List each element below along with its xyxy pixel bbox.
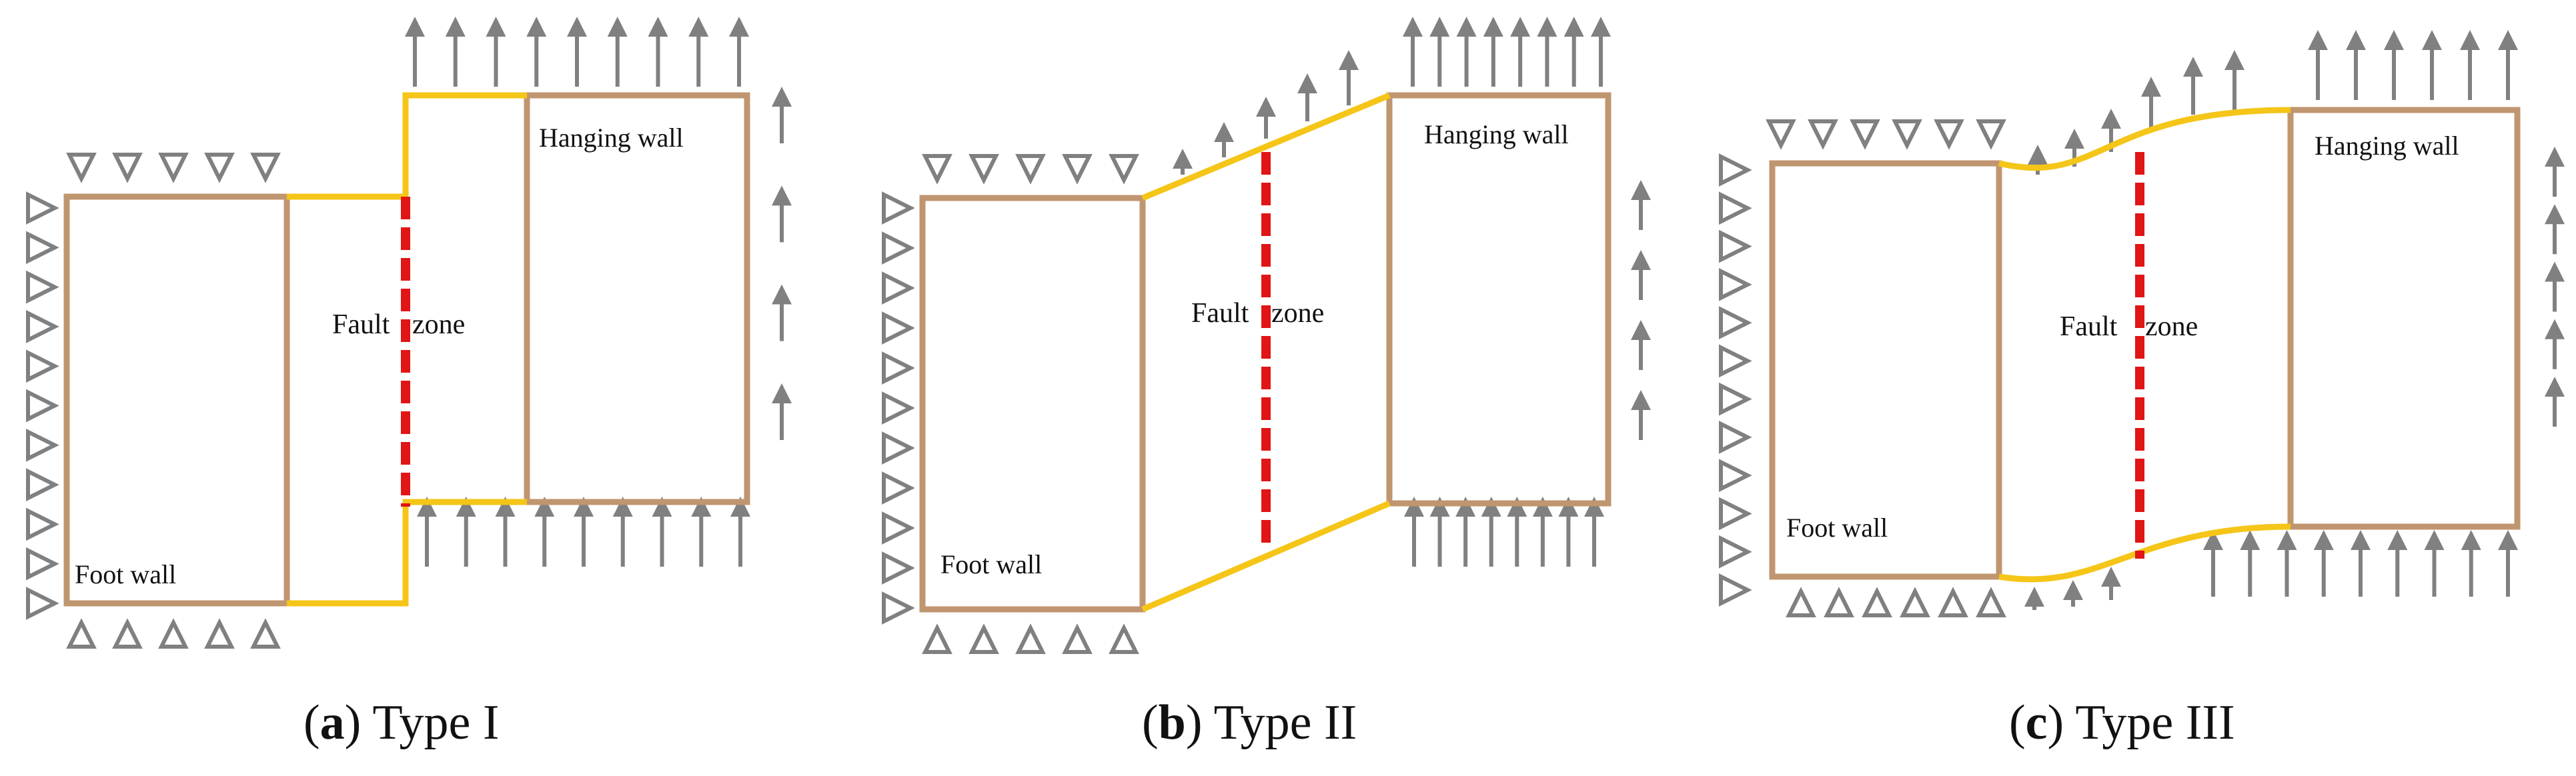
hanging-wall-block xyxy=(1386,92,1612,507)
support-bottom-triangle xyxy=(1900,587,1930,617)
support-top-triangle xyxy=(922,154,952,185)
support-bottom-triangle xyxy=(1976,587,2006,617)
support-left-triangle xyxy=(1719,153,1752,187)
support-left-triangle xyxy=(26,231,59,265)
foot-wall-label: Foot wall xyxy=(940,549,1042,579)
fault-label: Fault xyxy=(332,309,390,340)
support-bottom-triangle xyxy=(1109,623,1139,654)
support-left-triangle xyxy=(1719,306,1752,339)
support-left-triangle xyxy=(1719,191,1752,225)
support-left-triangle xyxy=(26,349,59,383)
support-left-triangle xyxy=(882,271,915,305)
support-top-triangle xyxy=(1892,119,1922,150)
foot-wall-label: Foot wall xyxy=(75,559,176,589)
support-top-triangle xyxy=(66,153,97,183)
support-top-triangle xyxy=(1976,119,2006,150)
support-left-triangle xyxy=(26,547,59,581)
support-bottom-triangle xyxy=(250,618,281,649)
support-left-triangle xyxy=(882,471,915,505)
support-top-triangle xyxy=(204,153,235,183)
support-bottom-triangle xyxy=(1062,623,1093,654)
support-left-triangle xyxy=(1719,421,1752,454)
zone-label: zone xyxy=(1271,298,1324,329)
support-bottom-triangle xyxy=(204,618,235,649)
panel-type-3: Foot wall Hanging wall Fault zone xyxy=(1769,107,2521,583)
support-left-triangle xyxy=(1719,382,1752,416)
support-bottom-triangle xyxy=(66,618,97,649)
fault-zone-lower-edge xyxy=(287,499,527,607)
support-top-triangle xyxy=(112,153,143,183)
foot-wall-block xyxy=(63,193,290,607)
support-left-triangle xyxy=(1719,535,1752,569)
support-left-triangle xyxy=(882,431,915,465)
support-top-triangle xyxy=(158,153,189,183)
foot-wall-label: Foot wall xyxy=(1786,513,1888,543)
support-left-triangle xyxy=(882,311,915,345)
support-left-triangle xyxy=(882,391,915,425)
support-left-triangle xyxy=(882,591,915,625)
support-bottom-triangle xyxy=(969,623,999,654)
support-bottom-triangle xyxy=(158,618,189,649)
support-left-triangle xyxy=(882,351,915,385)
support-left-triangle xyxy=(26,389,59,423)
support-top-triangle xyxy=(1850,119,1880,150)
hanging-wall-block xyxy=(2287,107,2521,530)
foot-wall-block xyxy=(1769,160,2002,580)
zone-label: zone xyxy=(412,309,465,340)
fault-zone-upper-edge xyxy=(1141,92,1391,201)
fault-label: Fault xyxy=(2060,311,2118,342)
support-left-triangle xyxy=(26,468,59,501)
support-top-triangle xyxy=(1808,119,1838,150)
hanging-wall-block xyxy=(524,92,750,505)
support-top-triangle xyxy=(250,153,281,183)
support-left-triangle xyxy=(26,270,59,304)
fault-label: Fault xyxy=(1191,298,1249,329)
support-left-triangle xyxy=(882,231,915,265)
fault-zone-upper-edge xyxy=(1998,107,2291,171)
panel-type-1: Foot wall Hanging wall Fault zone xyxy=(63,92,750,607)
support-top-triangle xyxy=(1062,154,1093,185)
support-left-triangle xyxy=(882,511,915,545)
support-left-triangle xyxy=(1719,573,1752,607)
support-left-triangle xyxy=(26,507,59,541)
fault-zone-lower-edge xyxy=(1998,523,2291,583)
support-top-triangle xyxy=(1015,154,1046,185)
displacement-arrows xyxy=(405,17,2565,610)
support-bottom-triangle xyxy=(112,618,143,649)
hanging-wall-label: Hanging wall xyxy=(1424,119,1569,149)
support-bottom-triangle xyxy=(1862,587,1892,617)
support-left-triangle xyxy=(1719,344,1752,378)
boundary-supports xyxy=(26,119,2006,654)
fault-zone-upper-edge xyxy=(287,92,527,200)
panel-type-2: Foot wall Hanging wall Fault zone xyxy=(919,92,1612,613)
support-top-triangle xyxy=(1109,154,1139,185)
caption-b: (b) Type II xyxy=(1142,695,1357,750)
support-left-triangle xyxy=(26,587,59,620)
support-bottom-triangle xyxy=(1824,587,1854,617)
support-left-triangle xyxy=(26,191,59,225)
support-left-triangle xyxy=(1719,267,1752,301)
support-bottom-triangle xyxy=(1015,623,1046,654)
support-left-triangle xyxy=(26,310,59,343)
support-bottom-triangle xyxy=(922,623,952,654)
support-bottom-triangle xyxy=(1938,587,1968,617)
hanging-wall-label: Hanging wall xyxy=(2315,131,2459,161)
support-left-triangle xyxy=(1719,497,1752,531)
support-bottom-triangle xyxy=(1786,587,1816,617)
fault-zone-lower-edge xyxy=(1141,500,1391,613)
zone-label: zone xyxy=(2145,311,2198,342)
caption-c: (c) Type III xyxy=(2009,695,2235,750)
support-top-triangle xyxy=(1766,119,1796,150)
support-left-triangle xyxy=(1719,459,1752,493)
support-left-triangle xyxy=(26,428,59,462)
caption-a: (a) Type I xyxy=(303,695,500,750)
support-top-triangle xyxy=(1934,119,1964,150)
hanging-wall-label: Hanging wall xyxy=(539,123,684,153)
foot-wall-block xyxy=(919,195,1146,613)
support-left-triangle xyxy=(882,191,915,225)
support-left-triangle xyxy=(1719,229,1752,263)
support-top-triangle xyxy=(969,154,999,185)
support-left-triangle xyxy=(882,551,915,585)
